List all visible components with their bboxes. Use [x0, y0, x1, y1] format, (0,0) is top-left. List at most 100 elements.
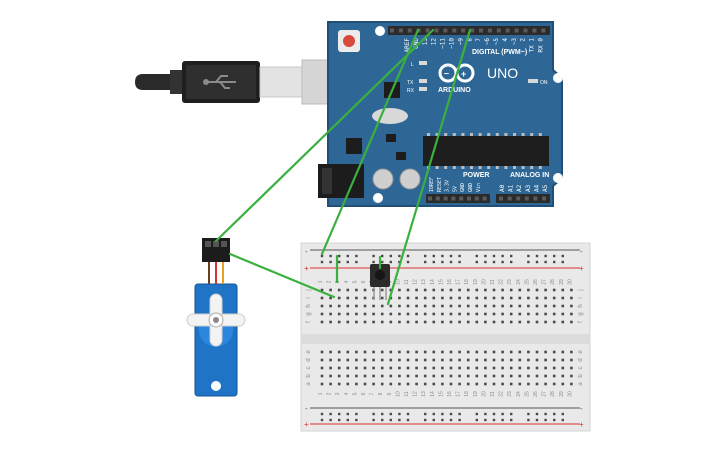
rail-hole[interactable] — [510, 412, 513, 416]
breadboard-hole[interactable] — [346, 288, 350, 292]
rail-hole[interactable] — [527, 260, 530, 264]
rail-hole[interactable] — [355, 254, 358, 258]
breadboard-hole[interactable] — [535, 312, 539, 316]
header-hole[interactable] — [428, 196, 432, 201]
rail-hole[interactable] — [381, 254, 384, 258]
breadboard-hole[interactable] — [544, 296, 547, 300]
header-hole[interactable] — [443, 28, 448, 33]
header-hole[interactable] — [434, 28, 439, 33]
rail-hole[interactable] — [484, 260, 487, 264]
rail-hole[interactable] — [449, 254, 453, 258]
breadboard-hole[interactable] — [561, 312, 565, 316]
breadboard-hole[interactable] — [518, 358, 522, 362]
header-hole[interactable] — [533, 196, 538, 201]
rail-hole[interactable] — [432, 412, 435, 416]
breadboard-hole[interactable] — [355, 350, 358, 354]
breadboard-hole[interactable] — [389, 350, 393, 354]
breadboard-hole[interactable] — [320, 382, 324, 386]
breadboard-hole[interactable] — [320, 366, 324, 370]
rail-hole[interactable] — [458, 260, 461, 264]
rail-hole[interactable] — [492, 418, 496, 422]
breadboard-hole[interactable] — [561, 358, 565, 362]
breadboard-hole[interactable] — [372, 312, 375, 316]
breadboard-hole[interactable] — [329, 312, 332, 316]
breadboard-hole[interactable] — [570, 320, 573, 324]
breadboard-hole[interactable] — [561, 382, 565, 386]
breadboard-hole[interactable] — [570, 374, 573, 378]
breadboard-hole[interactable] — [432, 312, 436, 316]
breadboard-hole[interactable] — [561, 296, 565, 300]
breadboard-hole[interactable] — [475, 350, 479, 354]
rail-hole[interactable] — [535, 254, 539, 258]
breadboard-hole[interactable] — [449, 382, 453, 386]
breadboard-hole[interactable] — [423, 288, 427, 292]
header-hole[interactable] — [459, 196, 464, 201]
rail-hole[interactable] — [553, 254, 556, 258]
breadboard-hole[interactable] — [389, 382, 393, 386]
breadboard-hole[interactable] — [329, 350, 332, 354]
header-hole[interactable] — [523, 28, 528, 33]
breadboard-hole[interactable] — [518, 304, 522, 308]
analog-header[interactable] — [496, 194, 550, 203]
rail-hole[interactable] — [501, 260, 504, 264]
breadboard-hole[interactable] — [484, 320, 487, 324]
rail-hole[interactable] — [527, 418, 530, 422]
breadboard-hole[interactable] — [423, 358, 427, 362]
breadboard-hole[interactable] — [466, 320, 470, 324]
breadboard-hole[interactable] — [518, 288, 522, 292]
breadboard-hole[interactable] — [372, 358, 375, 362]
breadboard-hole[interactable] — [423, 320, 427, 324]
breadboard[interactable]: - + - + - + - + 112233445566778899101011… — [300, 242, 591, 432]
breadboard-hole[interactable] — [441, 366, 444, 370]
rail-hole[interactable] — [535, 412, 539, 416]
breadboard-hole[interactable] — [518, 320, 522, 324]
breadboard-hole[interactable] — [466, 382, 470, 386]
rail-hole[interactable] — [449, 412, 453, 416]
breadboard-hole[interactable] — [552, 288, 556, 292]
breadboard-hole[interactable] — [509, 366, 513, 370]
rail-hole[interactable] — [432, 254, 435, 258]
breadboard-hole[interactable] — [329, 304, 332, 308]
breadboard-hole[interactable] — [535, 374, 539, 378]
rail-hole[interactable] — [441, 254, 444, 258]
breadboard-hole[interactable] — [398, 350, 401, 354]
breadboard-hole[interactable] — [363, 374, 367, 378]
breadboard-hole[interactable] — [501, 350, 504, 354]
breadboard-hole[interactable] — [415, 296, 418, 300]
breadboard-hole[interactable] — [329, 358, 332, 362]
breadboard-hole[interactable] — [466, 358, 470, 362]
breadboard-hole[interactable] — [552, 366, 556, 370]
breadboard-hole[interactable] — [380, 350, 384, 354]
breadboard-hole[interactable] — [492, 296, 496, 300]
rail-hole[interactable] — [389, 412, 392, 416]
breadboard-hole[interactable] — [346, 312, 350, 316]
breadboard-hole[interactable] — [501, 304, 504, 308]
breadboard-hole[interactable] — [449, 320, 453, 324]
breadboard-hole[interactable] — [449, 312, 453, 316]
breadboard-hole[interactable] — [346, 358, 350, 362]
rail-hole[interactable] — [561, 260, 564, 264]
wire-group[interactable] — [214, 28, 472, 306]
breadboard-hole[interactable] — [518, 382, 522, 386]
breadboard-hole[interactable] — [501, 358, 504, 362]
rail-hole[interactable] — [329, 254, 332, 258]
breadboard-hole[interactable] — [458, 304, 461, 308]
header-hole[interactable] — [398, 28, 403, 33]
rail-hole[interactable] — [553, 418, 556, 422]
breadboard-hole[interactable] — [449, 350, 453, 354]
wire-servo-signal[interactable] — [214, 28, 435, 243]
breadboard-hole[interactable] — [406, 358, 410, 362]
rail-hole[interactable] — [381, 260, 384, 264]
breadboard-hole[interactable] — [527, 382, 530, 386]
rail-hole[interactable] — [527, 412, 530, 416]
rail-hole[interactable] — [561, 418, 564, 422]
breadboard-hole[interactable] — [398, 304, 401, 308]
breadboard-hole[interactable] — [337, 312, 341, 316]
header-hole[interactable] — [443, 196, 448, 201]
breadboard-hole[interactable] — [363, 320, 367, 324]
breadboard-hole[interactable] — [320, 350, 324, 354]
breadboard-hole[interactable] — [441, 320, 444, 324]
breadboard-hole[interactable] — [432, 358, 436, 362]
breadboard-hole[interactable] — [466, 350, 470, 354]
rail-hole[interactable] — [406, 418, 410, 422]
